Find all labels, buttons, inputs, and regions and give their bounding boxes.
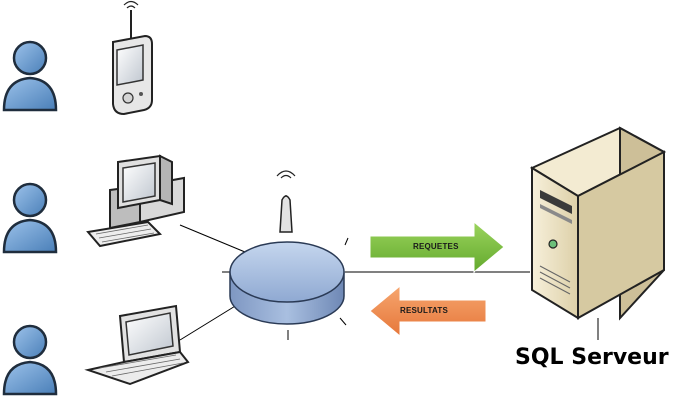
results-arrow: RESULTATS: [369, 284, 487, 338]
results-arrow-label: RESULTATS: [400, 306, 448, 315]
user-icon: [2, 324, 58, 396]
wireless-router-icon: [229, 170, 345, 325]
user-icon: [2, 182, 58, 254]
laptop-icon: [84, 304, 190, 386]
requests-arrow-label: REQUETES: [413, 242, 459, 251]
user-icon: [2, 40, 58, 112]
pda-icon: [112, 0, 153, 116]
tower-server-icon: [529, 126, 667, 321]
server-label: SQL Serveur: [515, 345, 669, 370]
requests-arrow: REQUETES: [369, 220, 505, 274]
desktop-computer-icon: [86, 154, 185, 248]
